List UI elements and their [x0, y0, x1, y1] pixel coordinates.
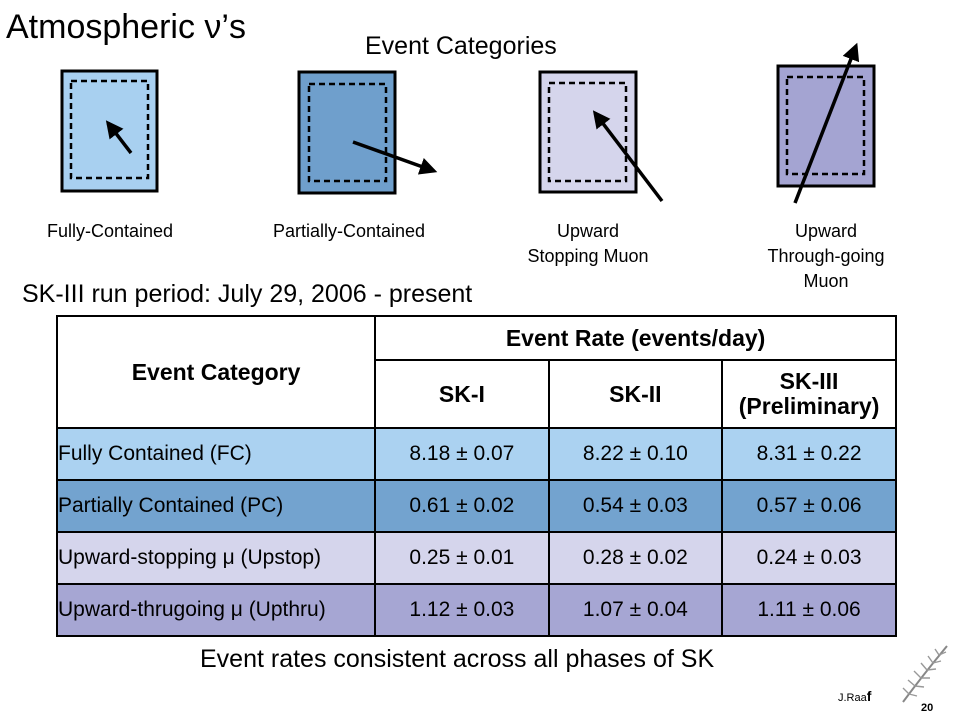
category-label-upstop: Upward Stopping Muon	[500, 219, 676, 269]
phase-label: SK-III	[779, 368, 839, 394]
upstop-detector-box	[538, 70, 638, 194]
header-event-category: Event Category	[55, 315, 377, 429]
header-sk1: SK-I	[374, 359, 550, 429]
rate-sk1: 0.25 ± 0.01	[374, 531, 550, 585]
category-label-line: Upward	[556, 221, 620, 241]
table-row: Fully Contained (FC) 8.18 ± 0.07 8.22 ± …	[55, 427, 897, 481]
category-label-line: Stopping Muon	[527, 246, 649, 266]
row-label: Upward-thrugoing μ (Upthru)	[55, 583, 377, 637]
pc-track-arrow	[352, 140, 438, 175]
conclusion-text: Event rates consistent across all phases…	[200, 645, 715, 673]
phase-note: (Preliminary)	[738, 393, 880, 419]
phase-label: SK-I	[438, 380, 485, 407]
rate-sk2: 1.07 ± 0.04	[547, 583, 724, 637]
header-event-rate: Event Rate (events/day)	[374, 315, 897, 361]
category-label-upthru: Upward Through-going Muon	[740, 219, 912, 294]
fern-logo-icon	[902, 645, 948, 703]
upstop-inner-detector	[547, 81, 628, 183]
rate-sk1: 0.61 ± 0.02	[374, 479, 550, 533]
upthru-inner-detector	[785, 75, 866, 176]
phase-label: SK-II	[609, 380, 662, 407]
rate-sk2: 0.54 ± 0.03	[547, 479, 724, 533]
rate-sk1: 1.12 ± 0.03	[374, 583, 550, 637]
table-row: Upward-stopping μ (Upstop) 0.25 ± 0.01 0…	[55, 531, 897, 585]
fc-track-arrow	[105, 120, 133, 155]
event-rate-table: Event Category Event Rate (events/day) S…	[55, 315, 897, 637]
rate-sk3: 1.11 ± 0.06	[721, 583, 897, 637]
rate-sk3: 0.24 ± 0.03	[721, 531, 897, 585]
author-credit: J.Raaf	[838, 688, 871, 704]
table-row: Upward-thrugoing μ (Upthru) 1.12 ± 0.03 …	[55, 583, 897, 637]
page-number: 20	[921, 702, 934, 714]
category-label-pc: Partially-Contained	[246, 219, 452, 244]
category-label-line: Fully-Contained	[46, 221, 174, 241]
rate-sk3: 8.31 ± 0.22	[721, 427, 897, 481]
rate-sk2: 8.22 ± 0.10	[547, 427, 724, 481]
pc-detector-box	[297, 70, 397, 195]
category-label-line: Upward	[794, 221, 858, 241]
table-row: Partially Contained (PC) 0.61 ± 0.02 0.5…	[55, 479, 897, 533]
fc-inner-detector	[69, 79, 150, 180]
category-label-fc: Fully-Contained	[20, 219, 200, 244]
header-sk2: SK-II	[547, 359, 724, 429]
slide-title: Atmospheric ν’s	[6, 8, 246, 46]
event-categories-diagram	[60, 42, 876, 204]
rate-sk2: 0.28 ± 0.02	[547, 531, 724, 585]
row-label: Partially Contained (PC)	[55, 479, 377, 533]
row-label: Upward-stopping μ (Upstop)	[55, 531, 377, 585]
author-name-suffix: f	[866, 688, 872, 704]
category-label-line: Partially-Contained	[272, 221, 426, 241]
header-sk3: SK-III (Preliminary)	[721, 359, 897, 429]
upstop-track-arrow	[592, 110, 664, 203]
run-period-text: SK-III run period: July 29, 2006 - prese…	[22, 280, 473, 308]
rate-sk3: 0.57 ± 0.06	[721, 479, 897, 533]
upthru-track-arrow	[793, 42, 860, 204]
category-label-line: Muon	[803, 271, 849, 291]
row-label: Fully Contained (FC)	[55, 427, 377, 481]
author-name: J.Raa	[838, 692, 867, 704]
rate-sk1: 8.18 ± 0.07	[374, 427, 550, 481]
fc-detector-box	[60, 69, 159, 193]
category-label-line: Through-going	[767, 246, 885, 266]
event-categories-heading: Event Categories	[365, 32, 557, 60]
pc-inner-detector	[307, 82, 388, 183]
